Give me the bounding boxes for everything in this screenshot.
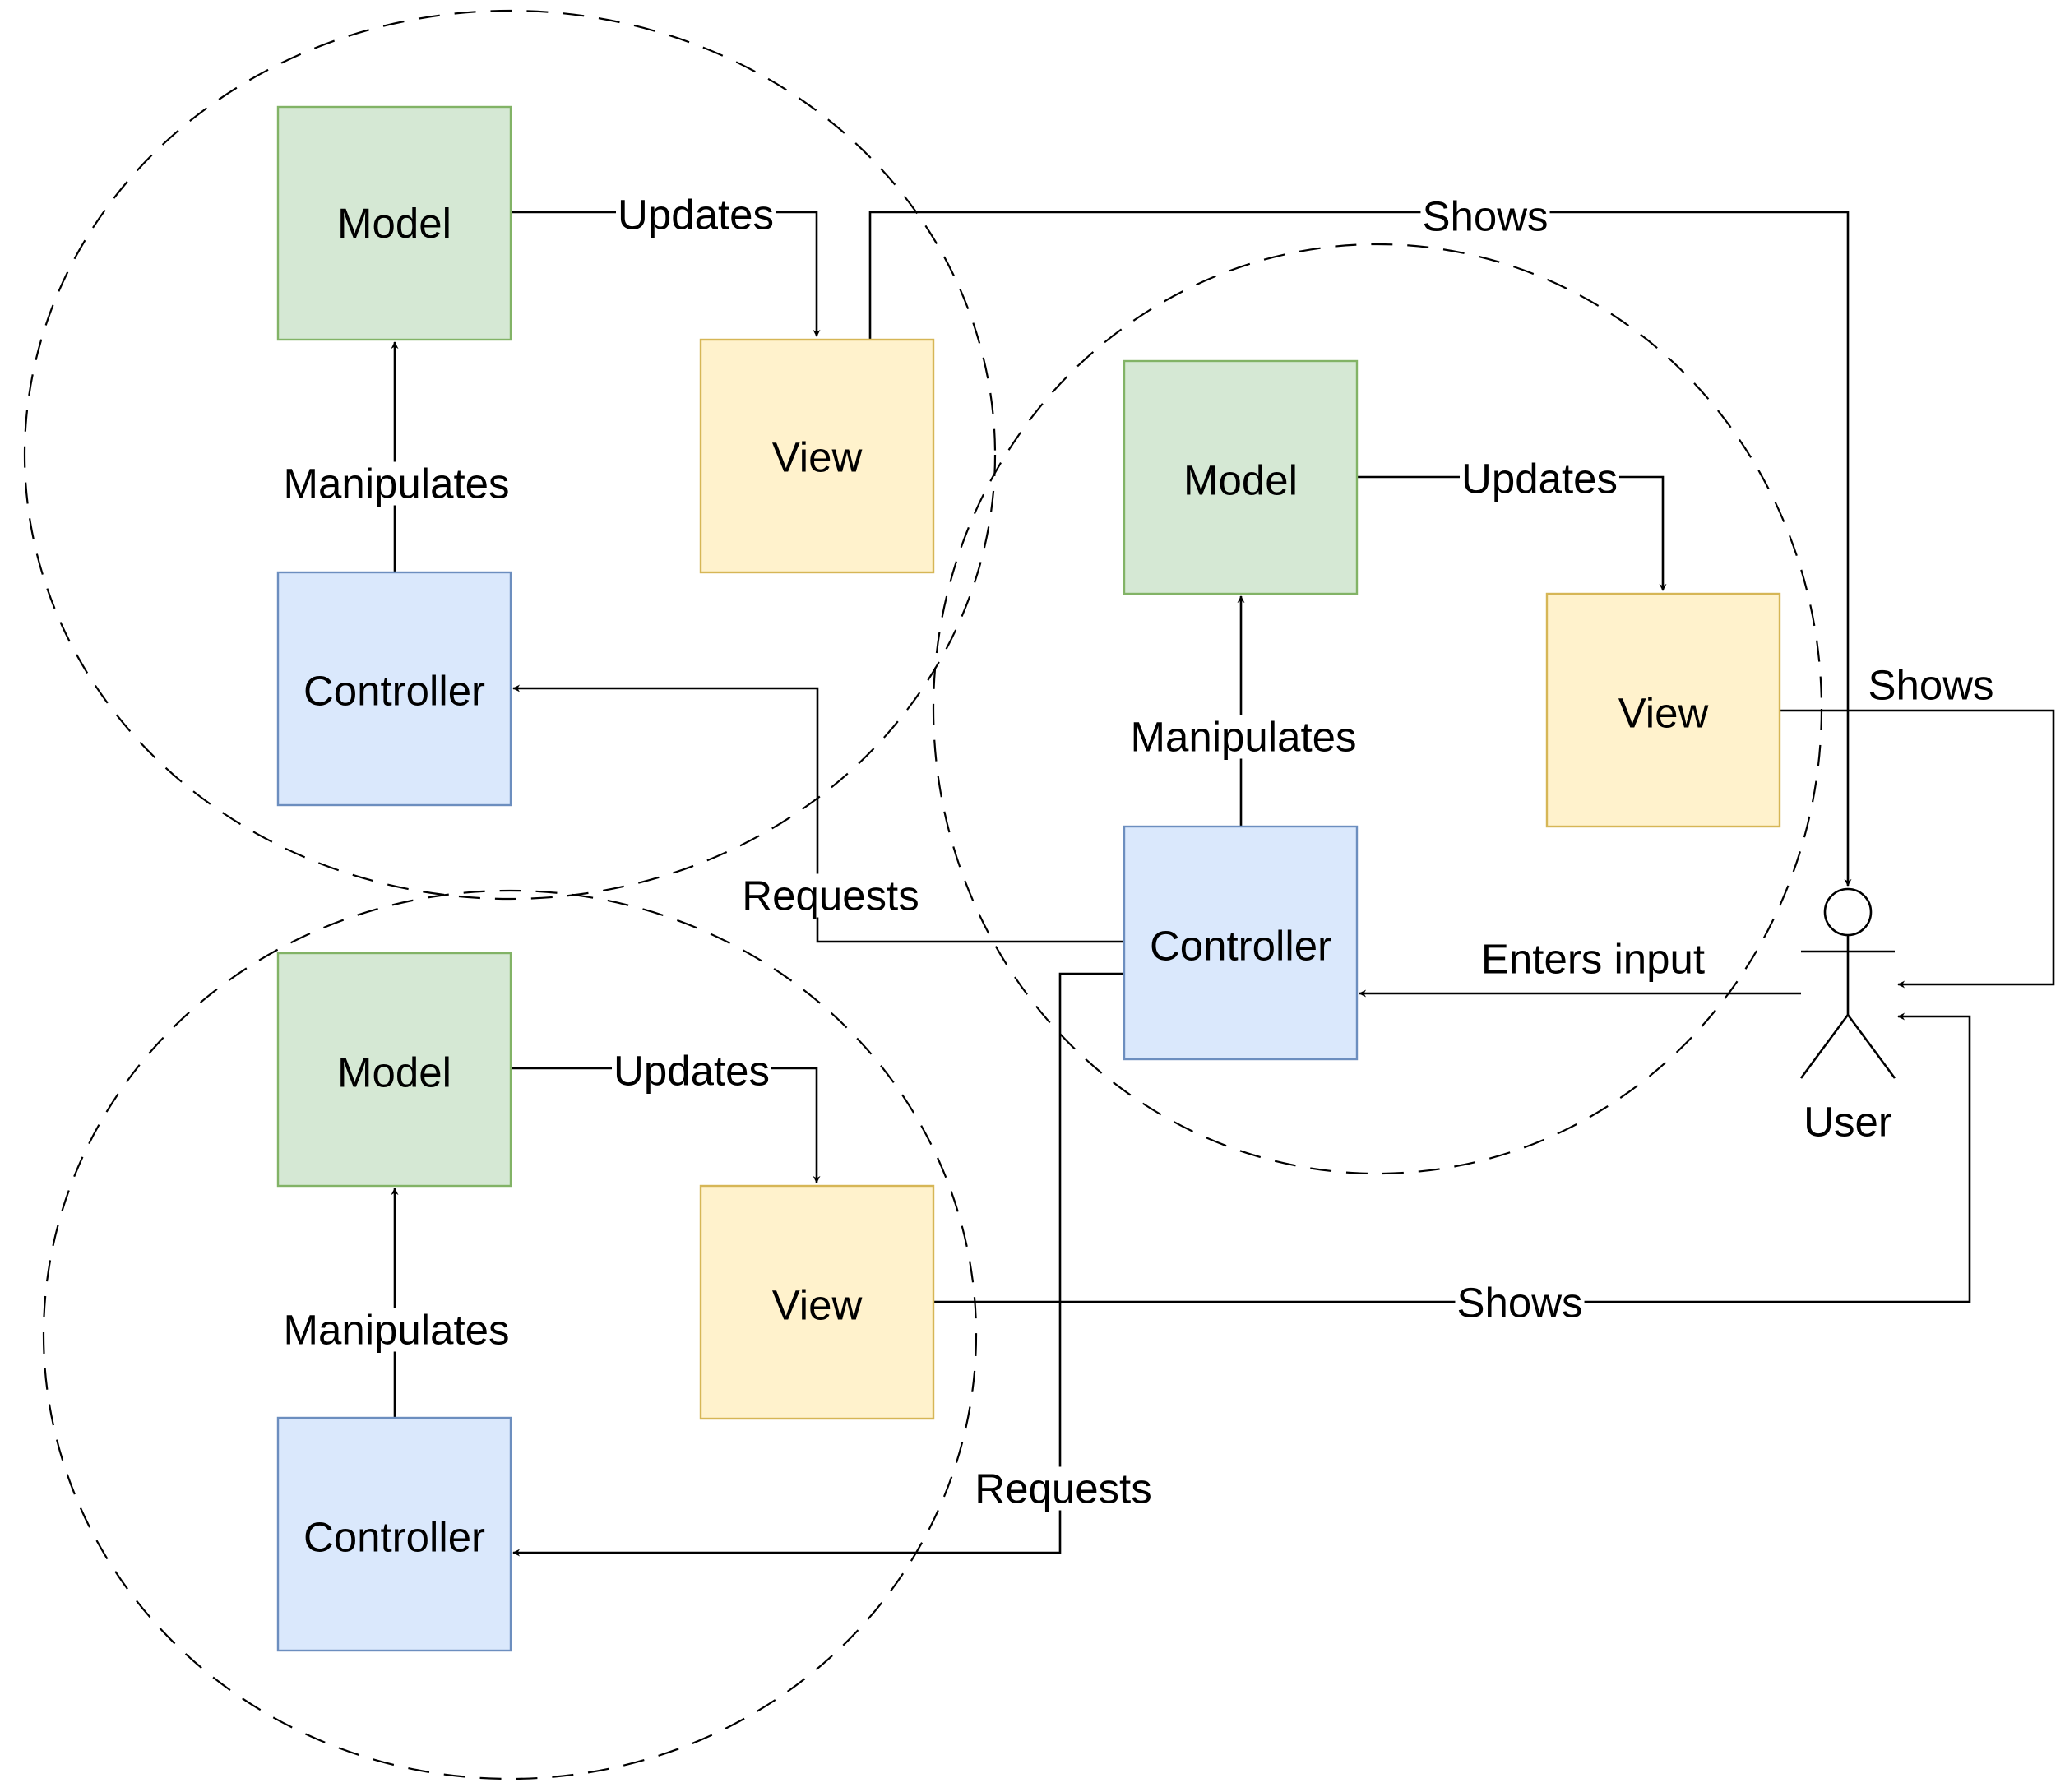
view-label: View [772,1282,863,1329]
edge-updates-2 [1358,475,1667,591]
edge-label-updates: Updates [1461,456,1618,502]
model-box-middle: Model [1123,359,1359,595]
controller-box-top-left: Controller [276,571,512,807]
edge-label-updates: Updates [613,1048,770,1095]
view-label: View [772,434,863,481]
edge-label-shows: Shows [1422,193,1548,240]
controller-box-bottom-left: Controller [276,1416,512,1652]
edge-label-enters-input: Enters input [1481,936,1705,983]
model-label: Model [337,1049,451,1096]
edge-labels: Updates Manipulates Shows Updates Manipu… [281,192,1994,1512]
model-box-bottom-left: Model [276,952,512,1188]
view-box-top-left: View [699,338,935,574]
user-actor-icon [1799,887,1896,1079]
model-label: Model [337,200,451,247]
edge-label-requests: Requests [975,1466,1151,1512]
edge-requests-2 [512,972,1123,1557]
cluster-bottom-left [42,889,978,1780]
model-box-top-left: Model [276,105,512,341]
edge-label-updates: Updates [618,192,774,238]
edge-shows-3 [934,1012,1971,1303]
view-box-bottom-left: View [699,1184,935,1420]
controller-label: Controller [303,1514,485,1561]
controller-label: Controller [303,668,485,715]
controller-box-middle: Controller [1123,825,1359,1061]
edge-updates-1 [512,211,821,337]
edge-requests-1 [512,684,1123,943]
edge-label-requests: Requests [742,873,919,919]
edge-shows-1 [868,211,1852,887]
edge-label-shows: Shows [1868,662,1993,709]
cluster-top-left [23,9,997,901]
edge-shows-2 [1780,709,2055,989]
edge-label-shows: Shows [1456,1280,1582,1327]
nodes: Model View Controller Model View Control… [276,105,1781,1652]
controller-label: Controller [1150,923,1331,970]
edge-label-manipulates: Manipulates [284,1307,510,1354]
cluster-middle-right [932,243,1823,1175]
edge-label-manipulates: Manipulates [1131,714,1357,761]
edge-label-manipulates: Manipulates [284,461,510,507]
user-label: User [1803,1099,1892,1146]
view-label: View [1618,690,1709,737]
model-label: Model [1183,457,1298,504]
view-box-middle: View [1545,592,1781,828]
